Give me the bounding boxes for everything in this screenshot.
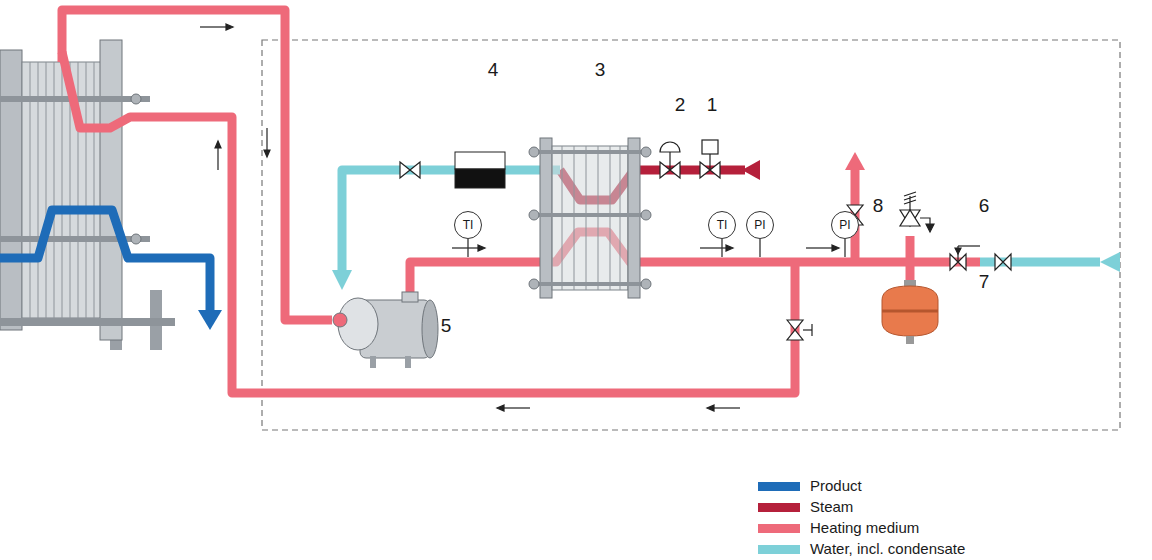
- instrument-circle: TI: [708, 211, 736, 239]
- instrument-tag: TI: [717, 218, 728, 232]
- condensate-pipe: [342, 170, 1100, 272]
- legend-swatch: [758, 545, 800, 554]
- callout-number: 2: [675, 94, 686, 116]
- expansion-tank: [882, 280, 938, 344]
- legend-label: Product: [810, 477, 862, 495]
- steam-heat-exchanger: [529, 138, 651, 298]
- callout-number: 4: [488, 59, 499, 81]
- instrument-tag: PI: [839, 218, 850, 232]
- system-boundary: [262, 40, 1120, 430]
- callout-number: 3: [595, 59, 606, 81]
- flow-arrow: [198, 310, 222, 330]
- heating-medium-pipe: [62, 10, 980, 393]
- steam-trap: [455, 152, 505, 188]
- flow-arrow: [332, 270, 352, 290]
- callout-number: 5: [441, 315, 452, 337]
- legend-swatch: [758, 524, 800, 533]
- callout-number: 1: [707, 94, 718, 116]
- valves: [400, 140, 1011, 340]
- callout-number: 6: [979, 195, 990, 217]
- water-inlet-arrow: [1100, 252, 1120, 272]
- callout-number: 8: [873, 195, 884, 217]
- legend-swatch: [758, 482, 800, 491]
- plate-heat-exchanger: [0, 40, 175, 350]
- steam-arrow: [742, 160, 760, 180]
- legend-label: Water, incl. condensate: [810, 540, 965, 558]
- legend-label: Steam: [810, 498, 853, 516]
- instrument-circle: TI: [454, 211, 482, 239]
- centrifugal-pump: [333, 292, 438, 368]
- legend-label: Heating medium: [810, 519, 919, 537]
- product-pipe: [0, 210, 210, 312]
- callout-number: 7: [979, 271, 990, 293]
- instrument-tag: TI: [463, 218, 474, 232]
- instrument-circle: PI: [831, 211, 859, 239]
- instrument-tag: PI: [754, 218, 765, 232]
- flow-arrows: [200, 24, 839, 411]
- instrument-circle: PI: [746, 211, 774, 239]
- vent-arrow: [845, 152, 865, 170]
- instrument-stems: [468, 239, 845, 257]
- legend-swatch: [758, 503, 800, 512]
